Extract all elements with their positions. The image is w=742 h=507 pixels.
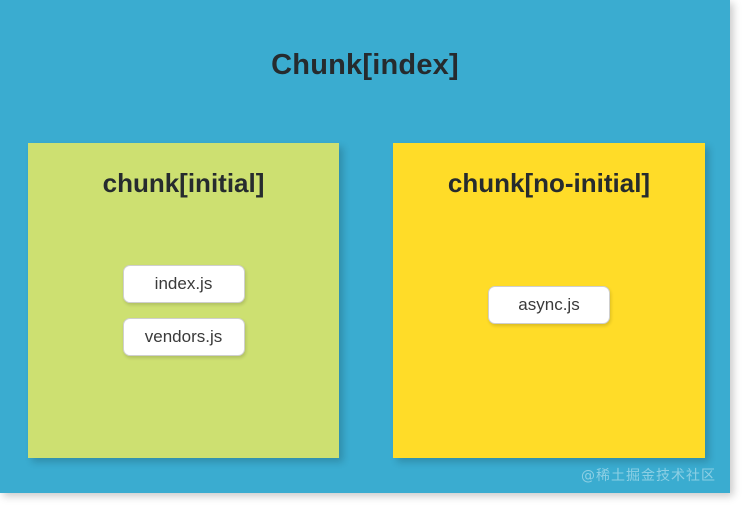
module-box-vendors-js[interactable]: vendors.js bbox=[122, 318, 245, 356]
chunk-initial-panel-title: chunk[initial] bbox=[102, 168, 265, 198]
module-box-index-js[interactable]: index.js bbox=[122, 265, 245, 303]
chunk-initial-panel: chunk[initial] index.js vendors.js bbox=[28, 143, 339, 458]
diagram-canvas: Chunk[index] chunk[initial] index.js ven… bbox=[0, 0, 730, 493]
diagram-title: Chunk[index] bbox=[271, 49, 459, 81]
chunk-no-initial-panel-title: chunk[no-initial] bbox=[447, 168, 651, 198]
module-box-async-js[interactable]: async.js bbox=[488, 286, 610, 324]
chunk-no-initial-module-list: async.js bbox=[393, 286, 705, 324]
chunk-no-initial-panel: chunk[no-initial] async.js bbox=[393, 143, 705, 458]
chunk-initial-module-list: index.js vendors.js bbox=[28, 265, 339, 356]
watermark: @稀土掘金技术社区 bbox=[581, 468, 716, 484]
